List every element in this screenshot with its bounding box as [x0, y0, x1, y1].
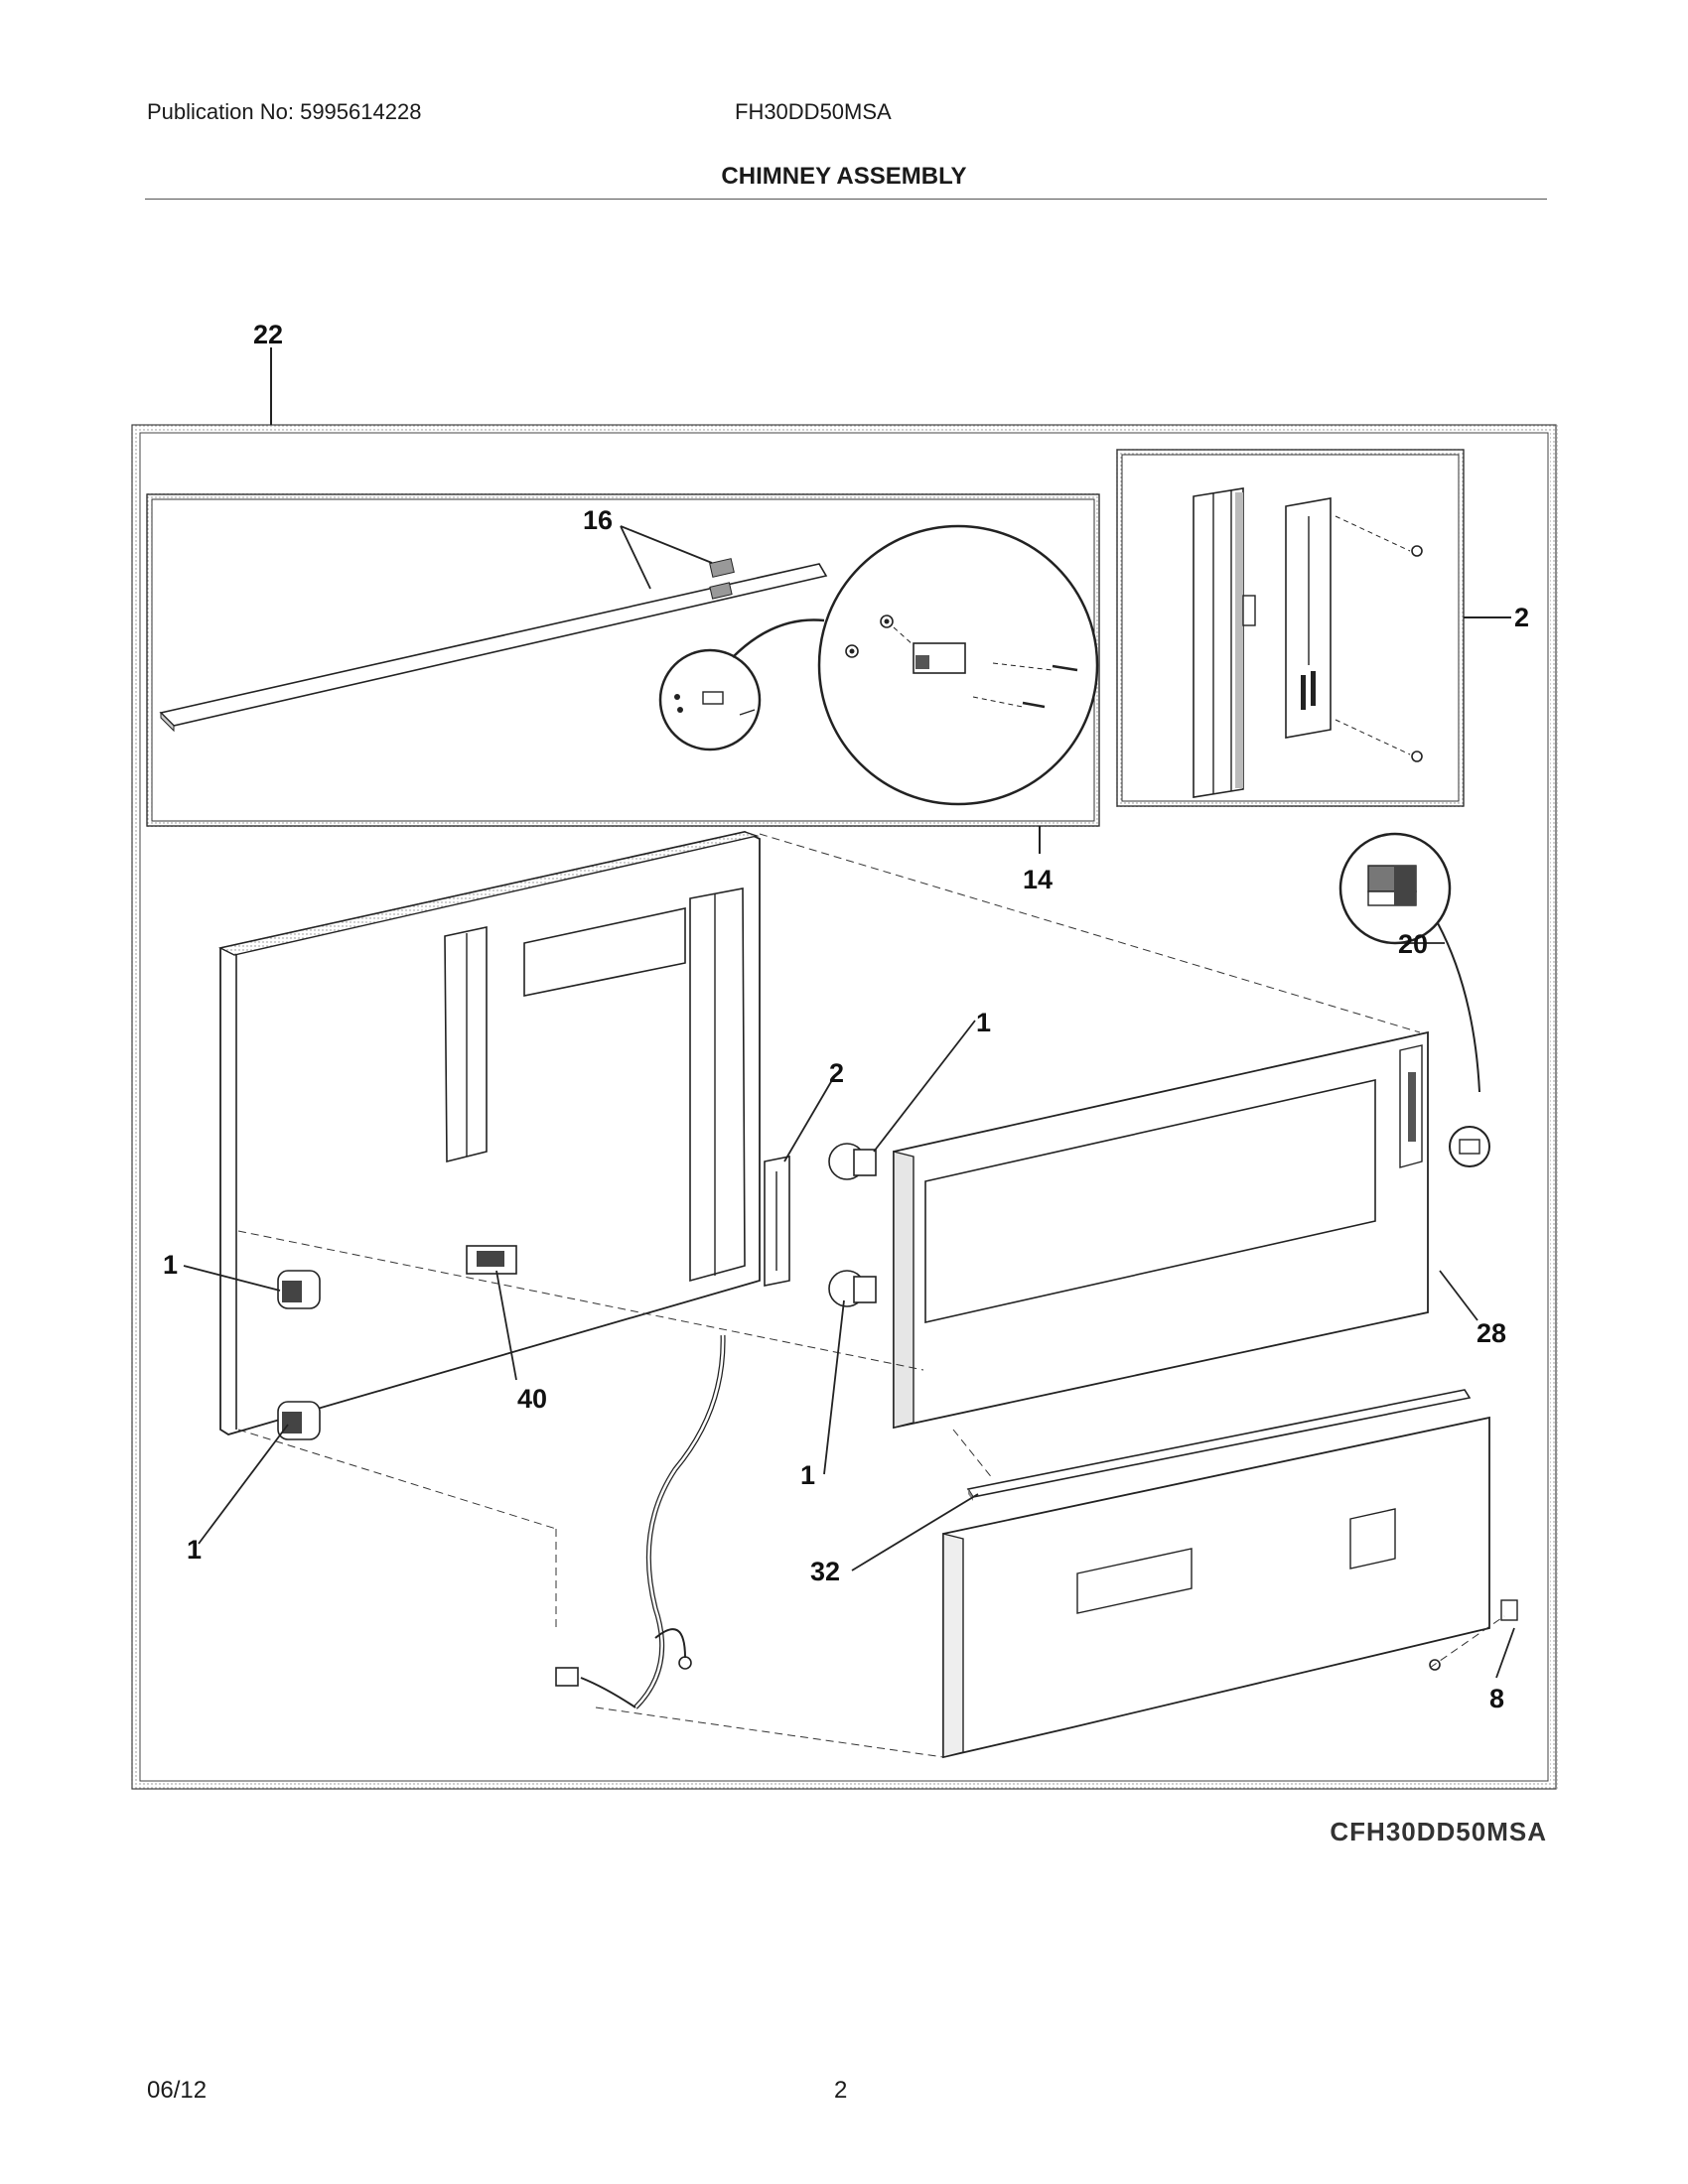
projection-lines [237, 833, 1505, 1758]
footer-date: 06/12 [147, 2077, 208, 2104]
model-number: FH30DD50MSA [735, 99, 892, 124]
callout-22: 22 [253, 320, 283, 349]
callout-28: 28 [1477, 1318, 1506, 1348]
callout-1-lower: 1 [800, 1460, 815, 1490]
callout-20: 20 [1398, 929, 1428, 959]
callout-1-top: 1 [976, 1008, 991, 1037]
detail-circle-20 [1338, 832, 1490, 1167]
bottom-trim [942, 1389, 1518, 1759]
outer-assembly-frame [130, 423, 1558, 1791]
callout-2-top: 2 [1514, 603, 1529, 632]
callout-32: 32 [810, 1557, 840, 1586]
page-title: CHIMNEY ASSEMBLY [721, 163, 967, 190]
detail-box-rail [146, 493, 1100, 827]
back-panel [217, 831, 790, 1709]
callout-1-left: 1 [163, 1250, 178, 1280]
callout-14: 14 [1023, 865, 1053, 894]
detail-box-bracket [1116, 449, 1465, 807]
callout-leaders [183, 942, 1515, 1679]
header-rule [145, 199, 1547, 200]
publication-number: Publication No: 5995614228 [147, 99, 422, 124]
callout-16: 16 [583, 505, 613, 535]
callout-2-lower: 2 [829, 1058, 844, 1088]
callout-8: 8 [1489, 1684, 1504, 1713]
page-number: 2 [834, 2077, 848, 2104]
diagram-code: CFH30DD50MSA [1330, 1817, 1547, 1846]
callout-1-bottom: 1 [187, 1535, 202, 1565]
callout-40: 40 [517, 1384, 547, 1414]
front-panel [828, 1030, 1429, 1430]
